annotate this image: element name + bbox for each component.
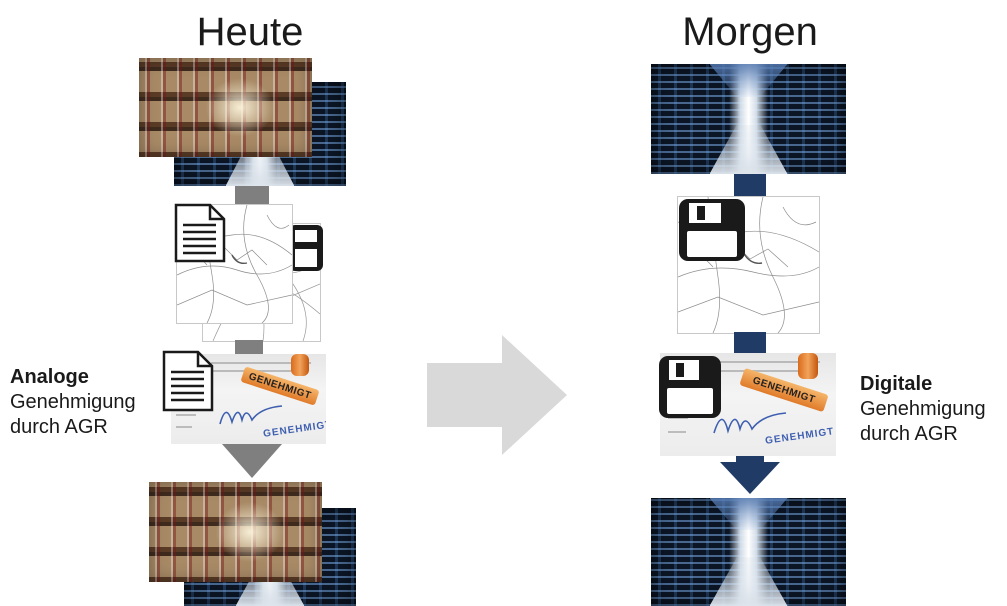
flow-connector [235, 186, 269, 204]
signature [713, 412, 787, 434]
label-line: Genehmigung [10, 391, 136, 413]
flow-connector [734, 174, 766, 198]
server-room-photo [651, 498, 846, 606]
floppy-disk-icon [677, 197, 747, 263]
label-bold: Analoge [10, 366, 89, 388]
floppy-disk-icon [657, 354, 723, 420]
document-icon [162, 350, 214, 412]
archive-photo [149, 482, 322, 582]
transition-arrow [427, 335, 567, 455]
floppy-disk-icon [289, 225, 323, 271]
flow-connector [734, 332, 766, 356]
flow-connector [235, 340, 263, 356]
digital-approval-label: Digitale Genehmigung durch AGR [860, 372, 1000, 447]
archive-photo [139, 58, 312, 157]
label-line: Genehmigung [860, 398, 986, 420]
analog-approval-label: Analoge Genehmigung durch AGR [10, 365, 160, 440]
heading-tomorrow: Morgen [682, 10, 818, 54]
document-icon [174, 203, 226, 263]
heading-today: Heute [196, 10, 304, 54]
label-line: durch AGR [10, 416, 108, 438]
label-line: durch AGR [860, 423, 958, 445]
down-arrow [720, 456, 780, 496]
signature [219, 405, 283, 425]
label-bold: Digitale [860, 373, 933, 395]
down-arrow [222, 444, 282, 480]
server-room-photo [651, 64, 846, 174]
